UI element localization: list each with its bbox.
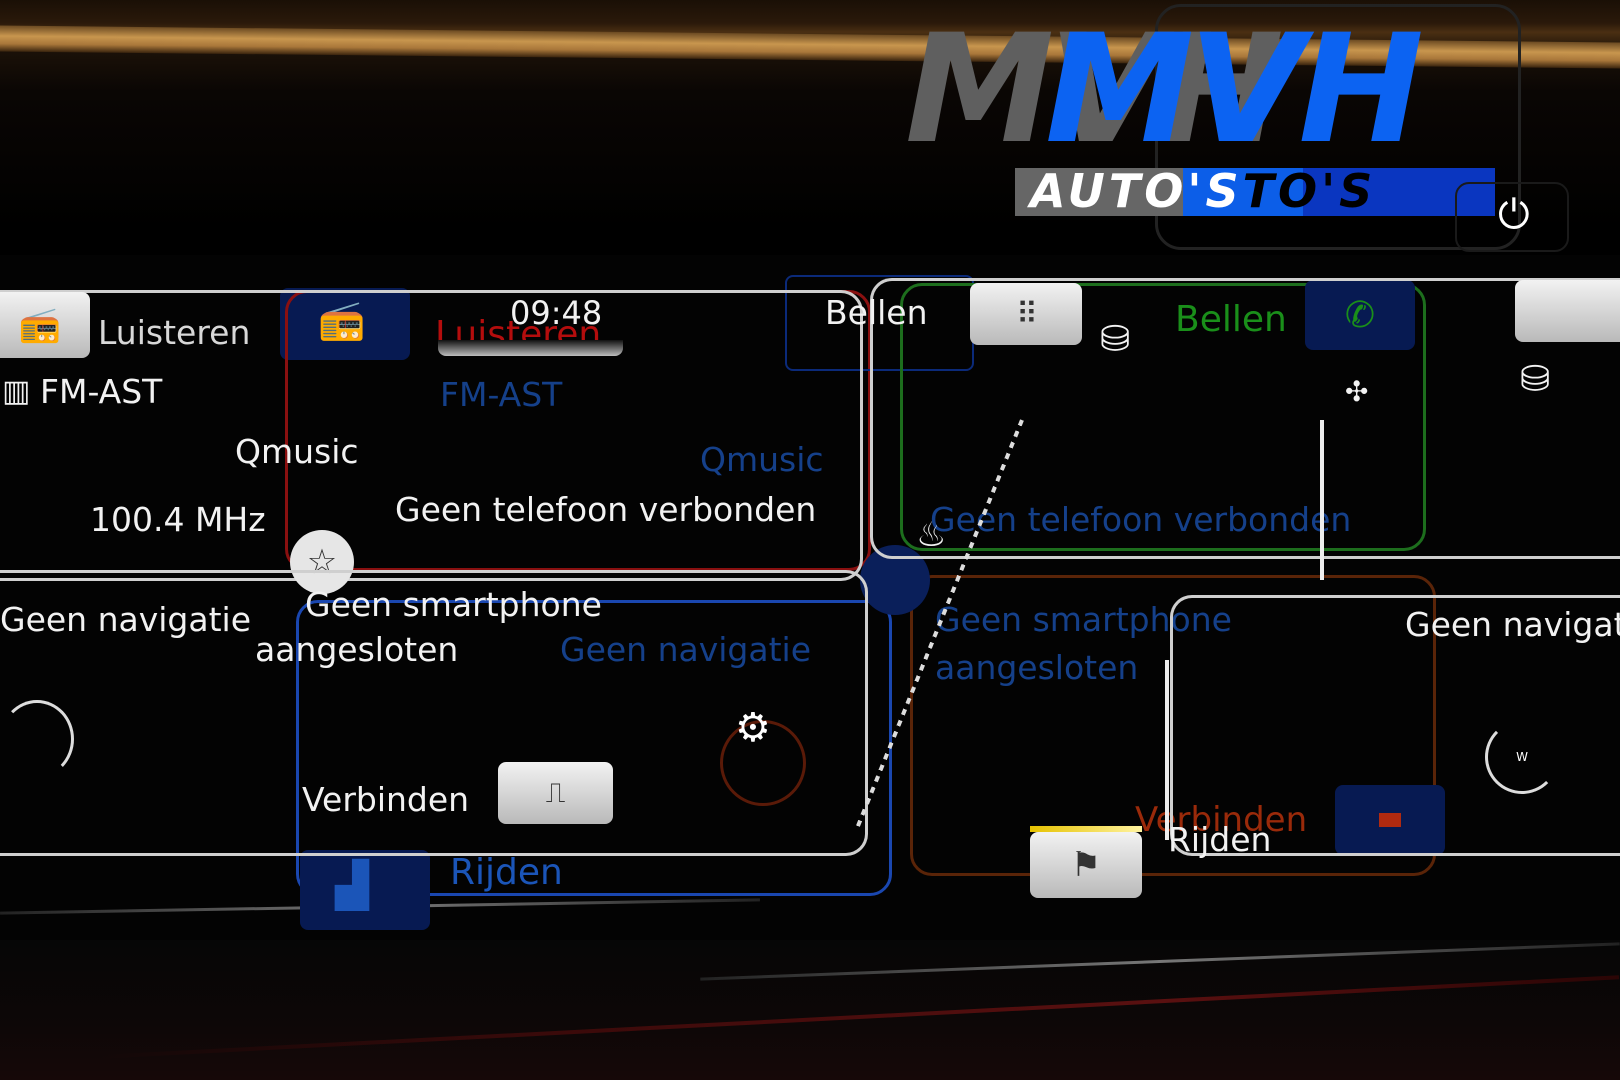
ghost-station-label: Qmusic xyxy=(700,440,824,479)
ghost-phone-status: Geen telefoon verbonden xyxy=(930,500,1352,539)
navigation-tile-right[interactable] xyxy=(1170,595,1620,856)
ghost-nav-status: Geen navigatie xyxy=(560,630,811,669)
smartphone-connect-icon: ⎍ xyxy=(545,776,566,809)
navigation-status: Geen navigatie xyxy=(0,600,251,639)
drive-tab-label[interactable]: Rijden xyxy=(1168,820,1272,859)
ghost-phone-tab-label: Bellen xyxy=(1175,299,1287,340)
phone-tile[interactable] xyxy=(870,278,1620,559)
ghost-drive-tab xyxy=(300,850,430,930)
listen-tab-label[interactable]: Luisteren xyxy=(98,313,251,352)
watermark-frame xyxy=(1155,4,1521,250)
phone-icon[interactable]: ✆ xyxy=(1305,280,1415,350)
ghost-source-label: FM-AST xyxy=(440,375,563,414)
ghost-compass-icon xyxy=(720,720,806,806)
seat-icon: ⛁ xyxy=(1100,319,1131,360)
radio-icon: 📻 xyxy=(18,305,62,345)
ghost-smartphone-tile-border xyxy=(910,575,1436,876)
watermark-subtitle-blue: TO'S xyxy=(1242,164,1377,218)
drive-mode-icon: ⚑ xyxy=(1070,845,1102,885)
connect-button[interactable]: ⎍ xyxy=(498,762,613,824)
ghost-connect-label: Verbinden xyxy=(1135,800,1308,840)
listen-tile[interactable] xyxy=(0,290,863,581)
station-frequency: 100.4 MHz xyxy=(90,500,266,539)
source-label: FM-AST xyxy=(40,372,163,411)
source-icon: ▥ xyxy=(2,374,31,409)
clock-tab-ledge xyxy=(438,340,623,356)
watermark-banner xyxy=(1015,168,1495,216)
smartphone-status-line2: aangesloten xyxy=(255,630,459,669)
dashboard-trim-bottom xyxy=(0,940,1620,1080)
power-icon[interactable]: ⏻ xyxy=(1498,192,1530,238)
station-name: Qmusic xyxy=(235,432,359,471)
drive-tab-highlight xyxy=(1030,826,1142,832)
ghost-smartphone-line2: aangesloten xyxy=(935,648,1139,687)
status-clock: 09:48 xyxy=(510,294,603,332)
smartphone-status-line1: Geen smartphone xyxy=(305,585,602,624)
navigation-status-right: Geen navigatie xyxy=(1405,605,1620,644)
screen-reflection-streak xyxy=(1320,420,1324,580)
drive-mode-icon: ▟ xyxy=(335,860,369,911)
keypad-icon: ⠿ xyxy=(1016,296,1038,332)
star-icon[interactable]: ☆ xyxy=(290,530,354,594)
phone-tab-icon-button[interactable] xyxy=(1515,280,1620,342)
radio-icon: 📻 xyxy=(318,298,366,342)
seat-heat-icon[interactable]: ♨ xyxy=(916,515,947,555)
power-button[interactable] xyxy=(1455,182,1569,252)
compass-icon[interactable] xyxy=(0,700,74,778)
ghost-phone-tile-border xyxy=(900,283,1426,551)
watermark-logo: MVH xyxy=(1045,3,1424,177)
seat-icon-ghost: ⛁ xyxy=(1520,359,1551,400)
fan-icon: ✣ xyxy=(1345,375,1369,408)
compass-icon[interactable]: W xyxy=(1485,720,1559,794)
keypad-button[interactable]: ⠿ xyxy=(970,283,1082,345)
drive-tab-icon-button[interactable]: ⚑ xyxy=(1030,832,1142,898)
smartphone-connect-icon xyxy=(1379,813,1401,827)
screen-reflection-streak xyxy=(1165,660,1169,840)
listen-tab-icon-button[interactable]: 📻 xyxy=(0,292,90,358)
phone-tab-label[interactable]: Bellen xyxy=(825,293,928,332)
watermark-subtitle: AUTO'STO'S xyxy=(1030,166,1490,216)
settings-icon[interactable]: ⚙ xyxy=(735,705,771,751)
watermark-subtitle-white: AUTO'S xyxy=(1030,164,1243,218)
phone-status: Geen telefoon verbonden xyxy=(395,490,817,529)
ghost-drive-tab-label: Rijden xyxy=(450,852,563,893)
ghost-connect-tab xyxy=(1335,785,1445,855)
connect-label[interactable]: Verbinden xyxy=(302,780,470,819)
navigation-tile[interactable] xyxy=(0,570,868,856)
